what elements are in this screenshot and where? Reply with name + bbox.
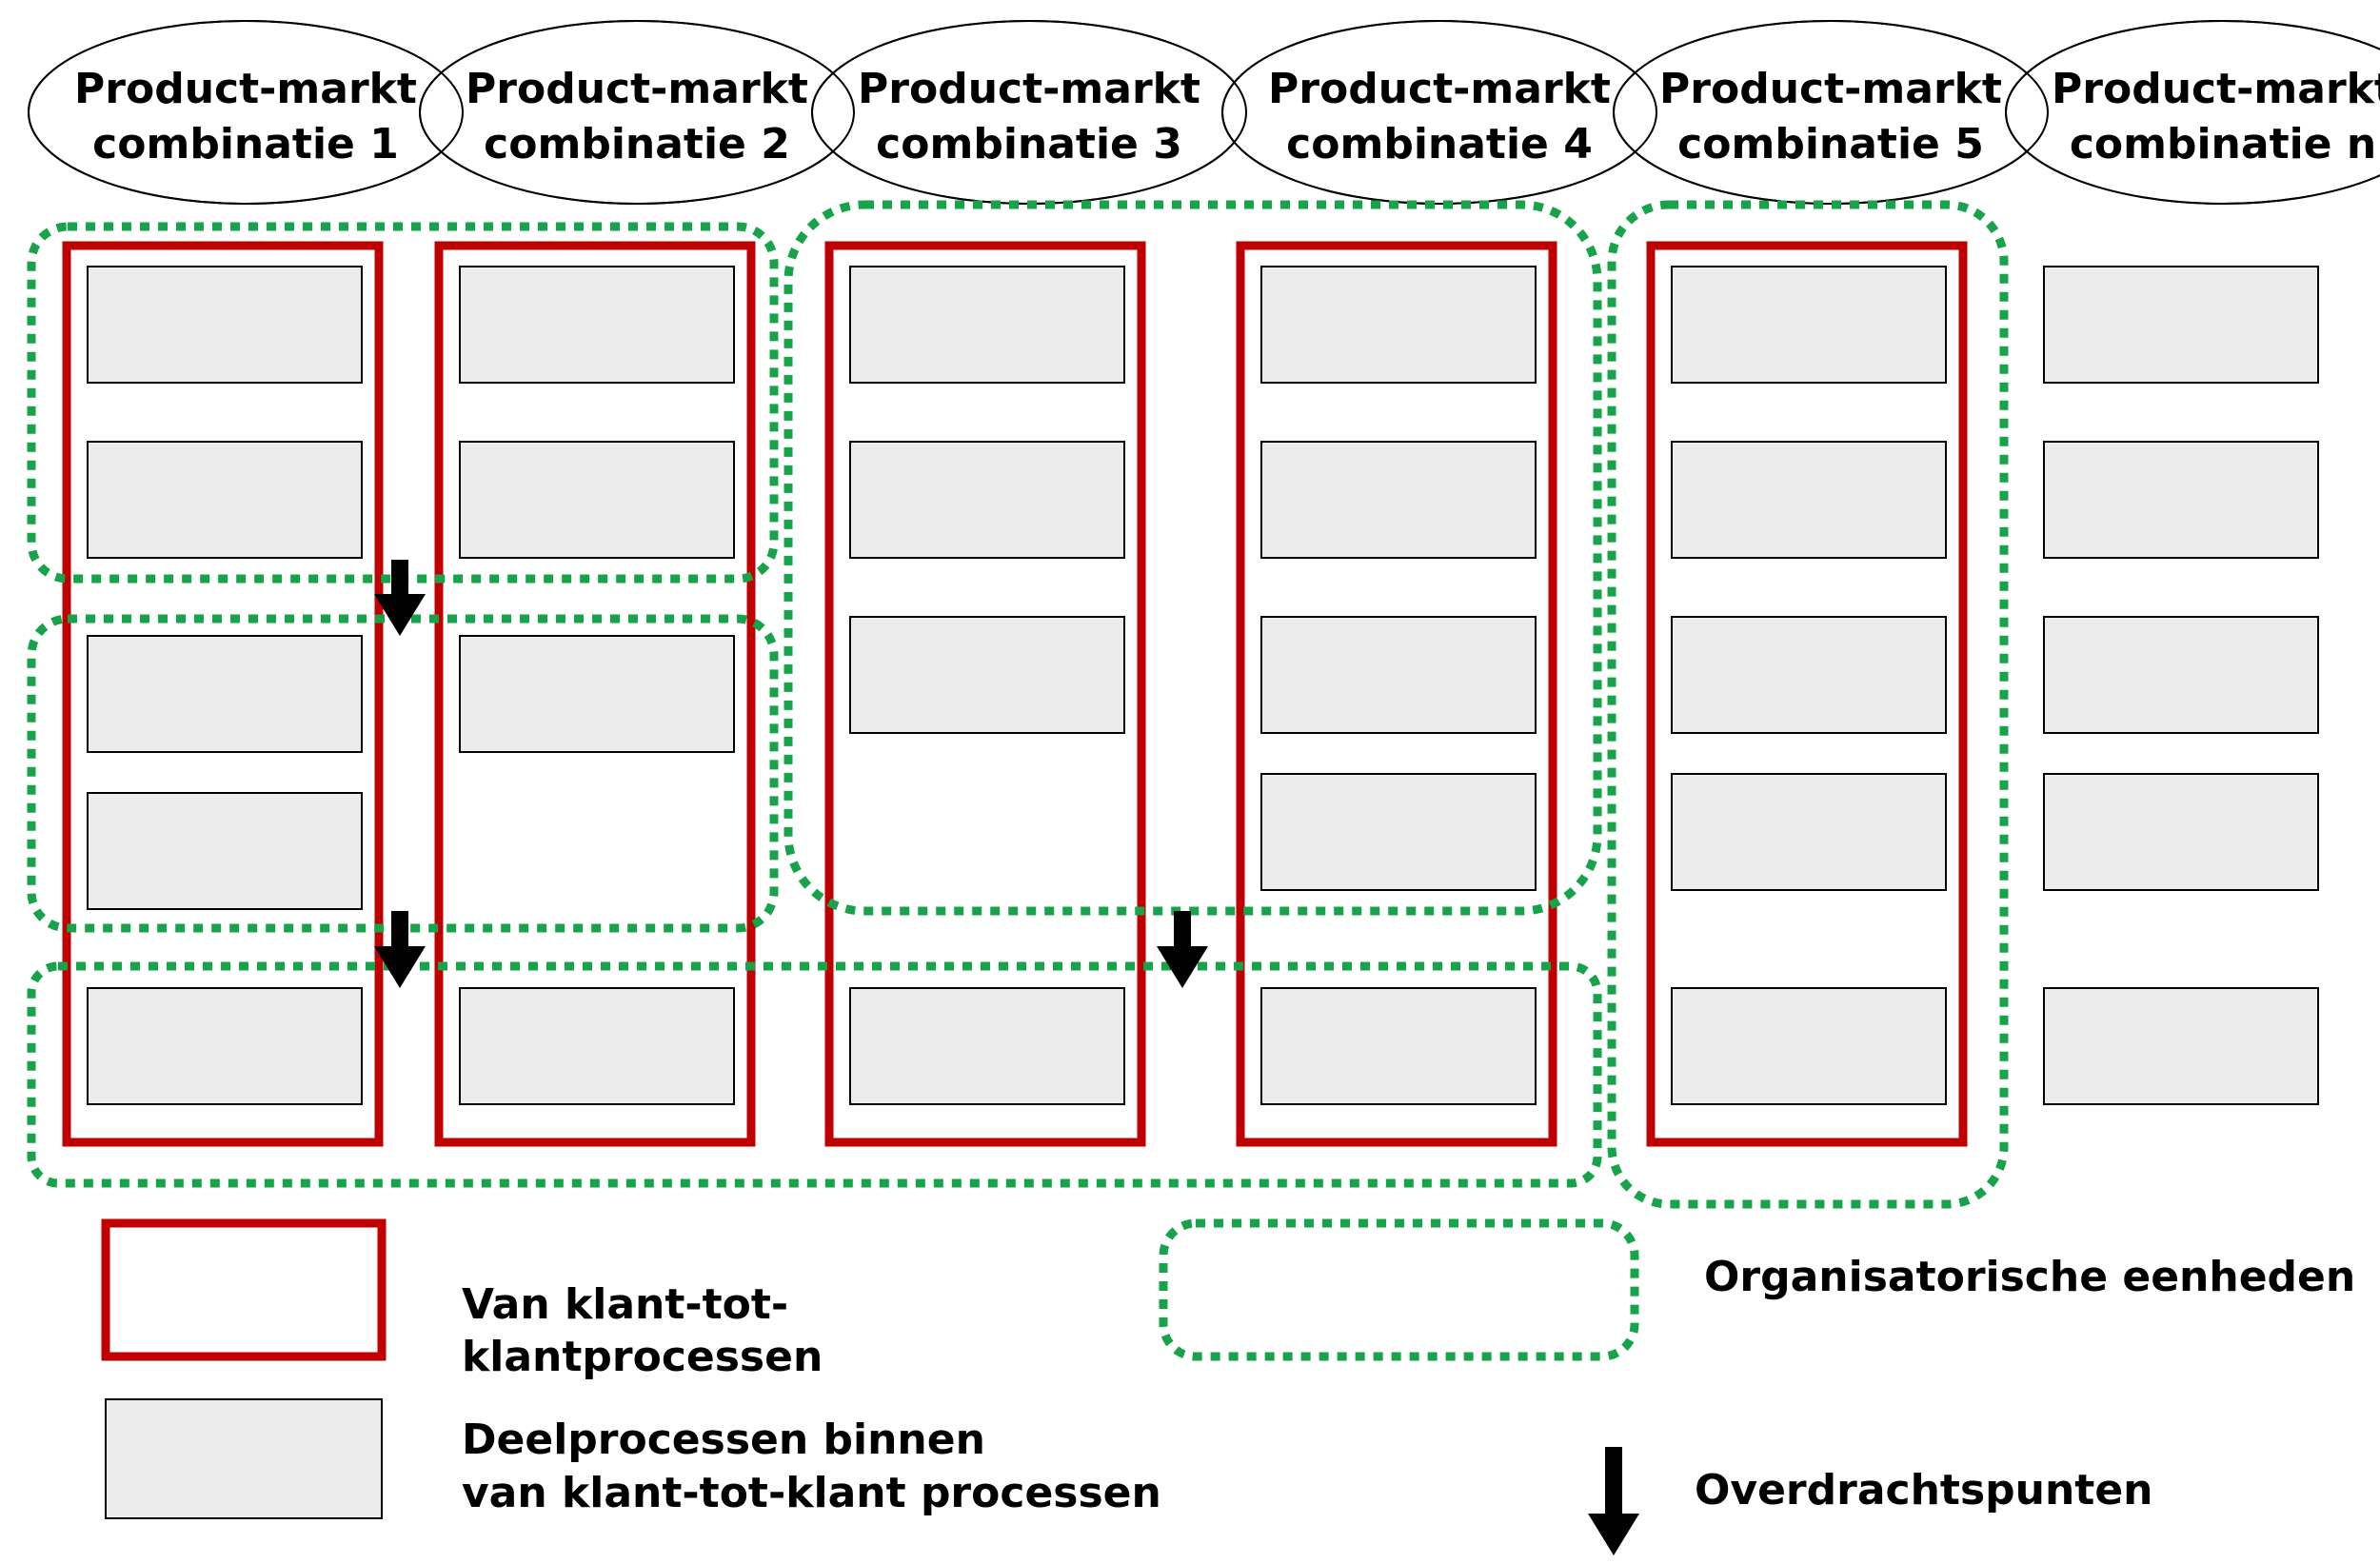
column-header: Product-markt combinatie 2 (419, 20, 855, 205)
organisational-unit (1607, 200, 2009, 1209)
subprocess-box (1671, 773, 1947, 891)
column-header: Product-markt combinatie 3 (811, 20, 1247, 205)
subprocess-box (459, 987, 735, 1105)
subprocess-box (1671, 616, 1947, 734)
arrow-head (1157, 946, 1208, 988)
legend-subprocess-line2: van klant-tot-klant processen (462, 1469, 1161, 1517)
legend-unit-swatch (1159, 1218, 1639, 1361)
column-header-line2: combinatie 4 (1286, 120, 1593, 168)
subprocess-box (849, 616, 1125, 734)
process-frames (62, 241, 1968, 1147)
subprocess-box (87, 266, 363, 384)
arrow-down-icon (1588, 1447, 1639, 1555)
subprocess-box (87, 792, 363, 910)
subprocess-box (1260, 987, 1537, 1105)
column-header-line1: Product-markt (2052, 65, 2380, 113)
arrow-shaft (391, 560, 408, 598)
subprocess-box (1260, 441, 1537, 559)
arrow-down-icon (1157, 911, 1208, 988)
arrow-shaft (391, 911, 408, 950)
column-header-outline (1613, 20, 2049, 205)
legend-handover-label: Overdrachtspunten (1695, 1466, 2153, 1515)
subprocess-box (459, 266, 735, 384)
subprocess-box (1260, 266, 1537, 384)
column-header-line2: combinatie 2 (484, 120, 790, 168)
subprocess-box (87, 635, 363, 753)
column-header-outline (419, 20, 855, 205)
process-frame (62, 241, 384, 1147)
subprocess-box (1671, 441, 1947, 559)
subprocess-box (2043, 441, 2319, 559)
column-header-outline (28, 20, 464, 205)
arrow-down-icon (374, 560, 426, 636)
column-header-line2: combinatie 1 (92, 120, 399, 168)
subprocess-box (849, 441, 1125, 559)
legend-process-swatch (101, 1218, 387, 1361)
legend-unit-label: Organisatorische eenheden (1704, 1253, 2355, 1301)
column-header-line1: Product-markt (466, 65, 808, 113)
subprocess-box (2043, 616, 2319, 734)
arrow-head (374, 946, 426, 988)
arrow-shaft (1174, 911, 1191, 950)
column-header-line2: combinatie n (2070, 120, 2376, 168)
column-header-line1: Product-markt (74, 65, 417, 113)
arrow-head (374, 594, 426, 636)
arrow-head (1588, 1514, 1639, 1555)
legend-process-line1: Van klant-tot- (462, 1280, 788, 1329)
column-header: Product-markt combinatie 1 (28, 20, 464, 205)
subprocess-box (2043, 773, 2319, 891)
process-frame (434, 241, 756, 1147)
arrow-down-icon (1588, 1447, 1639, 1555)
column-header-line2: combinatie 3 (876, 120, 1182, 168)
column-header: Product-markt combinatie 4 (1221, 20, 1657, 205)
subprocess-box (1671, 987, 1947, 1105)
process-frame (1236, 241, 1557, 1147)
subprocess-box (1260, 616, 1537, 734)
subprocess-box (1671, 266, 1947, 384)
column-header: Product-markt combinatie n (2005, 20, 2380, 205)
column-headers: Product-markt combinatie 1 Product-markt co… (28, 20, 2380, 205)
column-header-outline (1221, 20, 1657, 205)
subprocess-box (1260, 773, 1537, 891)
legend: Van klant-tot- klantprocessen Deelproces… (101, 1218, 2355, 1555)
column-header-line1: Product-markt (858, 65, 1200, 113)
legend-subprocess-line1: Deelprocessen binnen (462, 1416, 985, 1464)
subprocess-box (849, 987, 1125, 1105)
subprocess-box (849, 266, 1125, 384)
column-header-line1: Product-markt (1659, 65, 2002, 113)
legend-process-line2: klantprocessen (462, 1333, 823, 1381)
subprocess-box (459, 441, 735, 559)
process-frame (1646, 241, 1968, 1147)
process-frame (824, 241, 1146, 1147)
handover-arrows (374, 560, 1208, 988)
organisational-unit (27, 961, 1602, 1188)
subprocess-box (2043, 266, 2319, 384)
subprocess-box (459, 635, 735, 753)
column-header-line2: combinatie 5 (1677, 120, 1984, 168)
arrow-down-icon (374, 911, 426, 988)
arrow-shaft (1605, 1447, 1622, 1517)
column-header-outline (2005, 20, 2380, 205)
legend-subprocess-swatch (105, 1398, 383, 1519)
column-header-line1: Product-markt (1268, 65, 1611, 113)
column-header: Product-markt combinatie 5 (1613, 20, 2049, 205)
subprocess-box (87, 987, 363, 1105)
organisational-unit (783, 200, 1602, 916)
subprocess-box (87, 441, 363, 559)
subprocess-box (2043, 987, 2319, 1105)
subprocess-boxes (87, 266, 2319, 1105)
